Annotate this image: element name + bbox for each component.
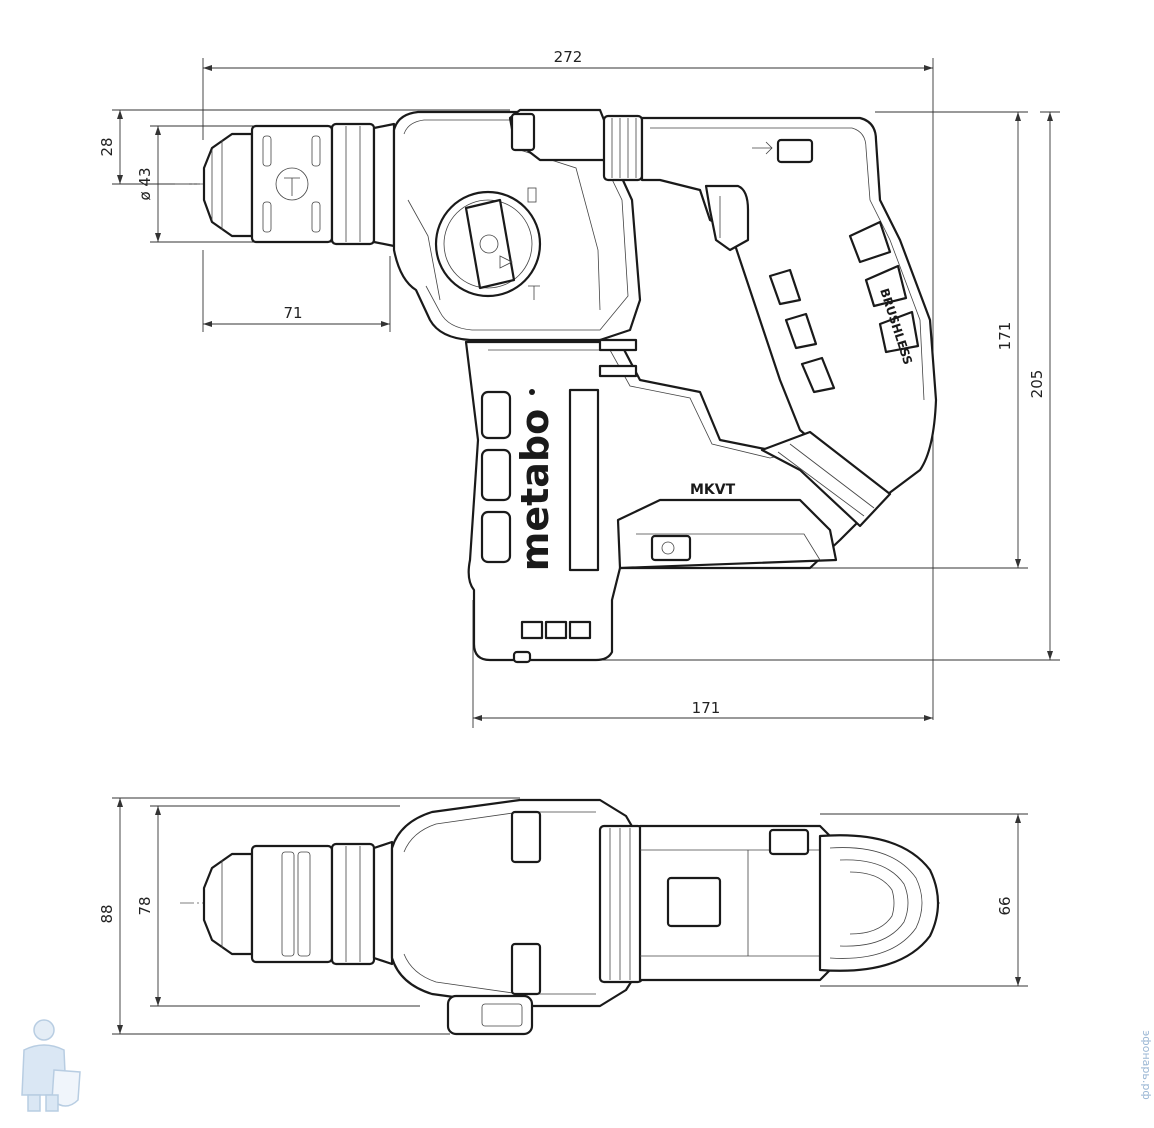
top-body — [390, 798, 940, 1036]
top-chuck — [202, 840, 394, 966]
dimension-label-top-66: 66 — [996, 896, 1014, 915]
dimension-label-chuck-offset: 28 — [98, 137, 116, 156]
dimension-label-height-171: 171 — [996, 322, 1014, 351]
dimension-overall-length: 272 — [202, 48, 934, 720]
top-view: 88 78 66 — [98, 797, 1028, 1036]
dimension-label-base-length: 171 — [692, 699, 721, 717]
brand-logo-text: metabo — [513, 409, 557, 571]
side-chuck — [202, 122, 396, 248]
top-battery-latch — [446, 994, 534, 1036]
mode-selector-dial[interactable] — [434, 187, 542, 300]
dimension-label-chuck-diameter: ø 43 — [136, 167, 154, 200]
side-battery-base — [512, 430, 892, 664]
watermark: эфонарь.рф — [21, 1019, 1153, 1112]
dimension-label-top-88: 88 — [98, 904, 116, 923]
dimension-chuck-length: 71 — [202, 250, 391, 332]
dimension-label-chuck-length: 71 — [283, 304, 302, 322]
trigger-switch[interactable] — [704, 184, 750, 252]
dimension-top-overall-width: 88 — [98, 797, 520, 1035]
battery-badge: MKVT — [690, 482, 736, 498]
dimension-top-body-width: 78 — [136, 805, 420, 1007]
top-mode-button[interactable] — [666, 876, 722, 928]
dimension-top-rear-width: 66 — [820, 813, 1028, 987]
brand-plate — [568, 388, 600, 572]
dimension-height-205: 205 — [530, 111, 1060, 661]
plumber-mascot-icon — [21, 1019, 81, 1112]
dimension-label-overall-length: 272 — [554, 48, 583, 66]
dimension-label-top-78: 78 — [136, 896, 154, 915]
watermark-text: эфонарь.рф — [1140, 1030, 1153, 1099]
side-view: 272 28 ø 43 71 171 — [98, 48, 1060, 728]
dimension-label-height-205: 205 — [1028, 370, 1046, 399]
